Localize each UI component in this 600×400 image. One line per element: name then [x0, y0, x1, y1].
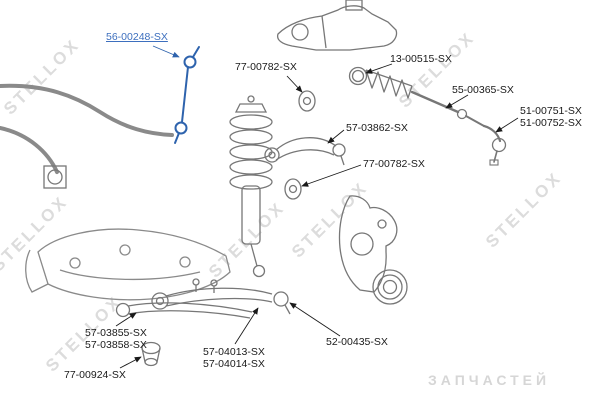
cone-bushing	[141, 341, 161, 367]
bushing-lower	[284, 178, 302, 200]
part-label-57-03858: 57-03858-SX	[85, 339, 147, 351]
rack-boot	[365, 69, 413, 99]
part-label-57-03862: 57-03862-SX	[346, 122, 408, 134]
steering-knuckle	[338, 195, 398, 293]
upper-control-arm	[264, 137, 346, 166]
lower-control-arm-front	[151, 278, 273, 310]
part-label-77-00782-a: 77-00782-SX	[235, 61, 297, 73]
lower-control-arm-rear	[115, 302, 253, 319]
tie-rod-end	[482, 124, 507, 166]
ball-joint	[273, 291, 291, 315]
subframe	[25, 228, 231, 301]
inner-tie-rod	[410, 90, 485, 127]
part-label-57-04014: 57-04014-SX	[203, 358, 265, 370]
part-label-77-00782-b: 77-00782-SX	[363, 158, 425, 170]
boot-clamp-ring	[348, 66, 368, 86]
part-label-55-00365: 55-00365-SX	[452, 84, 514, 96]
stabilizer-bar	[0, 83, 174, 174]
stabilizer-bracket	[43, 165, 67, 189]
part-label-77-00924: 77-00924-SX	[64, 369, 126, 381]
part-label-56-00248[interactable]: 56-00248-SX	[106, 31, 168, 43]
strut-assembly	[229, 95, 273, 278]
part-label-52-00435: 52-00435-SX	[326, 336, 388, 348]
wheel-hub-bearing	[372, 269, 408, 305]
stabilizer-link[interactable]	[174, 46, 200, 144]
part-label-13-00515: 13-00515-SX	[390, 53, 452, 65]
part-label-57-03855: 57-03855-SX	[85, 327, 147, 339]
leader-lines	[115, 45, 519, 369]
part-label-51-00751: 51-00751-SX	[520, 105, 582, 117]
part-label-57-04013: 57-04013-SX	[203, 346, 265, 358]
bushing-upper	[298, 90, 316, 112]
part-label-51-00752: 51-00752-SX	[520, 117, 582, 129]
steering-rack	[276, 0, 398, 51]
